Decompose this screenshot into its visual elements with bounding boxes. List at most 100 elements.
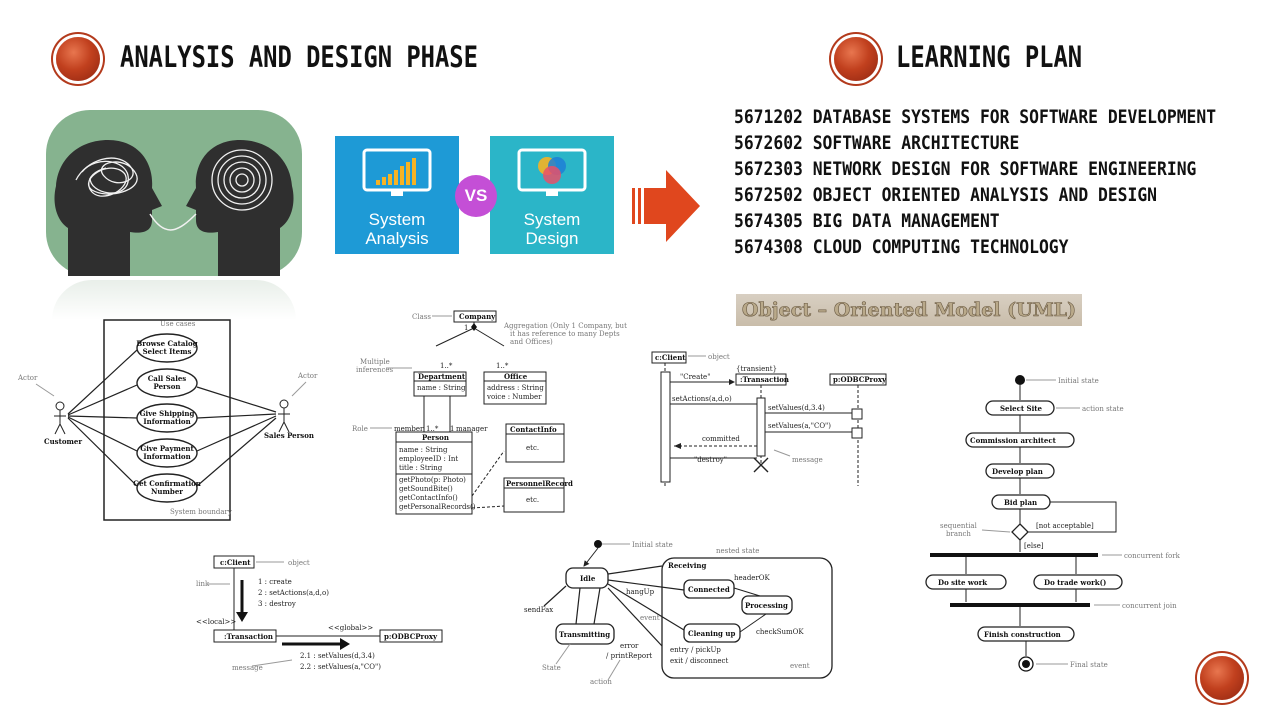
course-3: 5672303 NETWORK DESIGN FOR SOFTWARE ENGI…	[734, 158, 1197, 180]
course-1: 5671202 DATABASE SYSTEMS FOR SOFTWARE DE…	[734, 106, 1217, 128]
collab-proxy-label: p:ODBCProxy	[384, 632, 438, 641]
aggregation-note-1: Aggregation (Only 1 Company, but	[503, 322, 627, 330]
class-label: Class	[412, 313, 431, 321]
collab-transaction-label: :Transaction	[224, 632, 273, 641]
act-final-label: Final state	[1070, 661, 1108, 669]
use-case-frame-label: Use cases	[160, 320, 196, 328]
seq-client	[651, 351, 687, 364]
actor-label-left: Actor	[17, 374, 38, 382]
aggregation-note-3: and Offices)	[510, 338, 553, 346]
member-label: member	[394, 425, 424, 433]
uc2-l1: Call Sales	[148, 374, 187, 383]
collab-proxy	[379, 629, 443, 643]
mult-1: 1	[464, 324, 468, 332]
person-attr-3: title : String	[399, 464, 443, 472]
personal-class	[503, 477, 565, 513]
sm-receiving-label: Receiving	[668, 561, 706, 570]
multiple-label-1: Multiple	[360, 358, 390, 366]
seq-set-values2: setValues(a,"CO")	[768, 422, 831, 430]
sm-state-label: State	[542, 664, 561, 672]
collab-local: <<local>>	[196, 618, 236, 626]
office-attr-1: address : String	[487, 384, 544, 392]
sm-entry: entry / pickUp	[670, 646, 721, 654]
communication-illustration	[46, 110, 302, 276]
contact-name: ContactInfo	[510, 425, 557, 434]
contact-body: etc.	[526, 444, 539, 452]
learning-plan-list: 5671202 DATABASE SYSTEMS FOR SOFTWARE DE…	[734, 104, 1274, 260]
sm-send-fax: sendFax	[524, 606, 553, 614]
person-op-1: getPhoto(p: Photo)	[399, 476, 466, 484]
collab-object-label: object	[288, 559, 310, 567]
customer-actor	[54, 401, 66, 435]
usecase-confirm	[136, 473, 198, 503]
sm-cleaning-up-label: Cleaning up	[688, 629, 735, 638]
sm-exit: exit / disconnect	[670, 657, 728, 665]
analysis-line2: Analysis	[365, 229, 429, 248]
act-trade-work	[1033, 574, 1123, 590]
sales-person-actor	[278, 399, 290, 433]
sm-hang-up: hangUp	[626, 588, 655, 596]
sm-check-sum: checkSumOK	[756, 628, 804, 636]
member-mult: 1..*	[426, 425, 439, 433]
act-step-1: Select Site	[1000, 404, 1043, 413]
actor-label-right: Actor	[297, 372, 318, 380]
usecase-browse	[136, 333, 198, 363]
person-name: Person	[422, 433, 449, 442]
uc1-l1: Browse Catalog	[136, 339, 197, 348]
uml-banner-text: Object – Oriented Model (UML)	[741, 299, 1077, 322]
system-design-card: System Design	[490, 136, 614, 254]
department-attr: name : String	[417, 384, 466, 392]
act-decision	[1011, 523, 1029, 541]
activity-diagram: Initial state Select Site action state C…	[925, 375, 1181, 672]
act-finish-label: Finish construction	[984, 630, 1061, 639]
sm-event-label2: event	[790, 662, 810, 670]
person-op-4: getPersonalRecords()	[399, 503, 476, 511]
vs-badge: VS	[455, 175, 497, 217]
collab-link-label: link	[196, 580, 210, 588]
right-heading-title: LEARNING PLAN	[896, 40, 1083, 74]
usecase-call	[136, 368, 198, 398]
sm-error: error	[620, 642, 639, 650]
seq-create: "Create"	[680, 373, 710, 381]
person-op-3: getContactInfo()	[399, 494, 458, 502]
multiple-label-2: inferences	[356, 366, 394, 374]
act-action-label: action state	[1082, 405, 1124, 413]
act-fork-label: concurrent fork	[1124, 552, 1181, 560]
act-initial-label: Initial state	[1058, 377, 1099, 385]
act-step-3: Develop plan	[992, 467, 1043, 476]
sm-header-ok: headerOK	[734, 574, 771, 582]
collab-msg-2: 2 : setActions(a,d,o)	[258, 589, 329, 597]
collab-sub-1: 2.1 : setValues(d,3.4)	[300, 652, 375, 660]
course-6: 5674308 CLOUD COMPUTING TECHNOLOGY	[734, 236, 1069, 258]
left-heading-bullet	[56, 37, 100, 81]
office-name: Office	[504, 372, 528, 381]
usecase-payment	[136, 438, 198, 468]
course-5: 5674305 BIG DATA MANAGEMENT	[734, 210, 1000, 232]
uc5-l1: Get Confirmation	[133, 479, 201, 488]
sm-processing	[741, 595, 793, 615]
use-case-diagram: Use cases Actor Actor Customer Sales Per…	[17, 319, 318, 521]
company-name: Company	[459, 312, 496, 321]
contact-class	[505, 423, 565, 463]
uc3-l1: Give Shipping	[140, 409, 195, 418]
sm-print-report: / printReport	[606, 652, 652, 660]
department-name: Department	[418, 372, 466, 381]
manager-mult: 1	[450, 425, 454, 433]
sequence-diagram: c:Client object "Create" {transient} :Tr…	[651, 351, 887, 486]
seq-message-label: message	[792, 456, 823, 464]
left-heading-title: ANALYSIS AND DESIGN PHASE	[120, 40, 478, 74]
collab-msg-1: 1 : create	[258, 578, 292, 586]
seq-object-label: object	[708, 353, 730, 361]
sm-initial-label: Initial state	[632, 541, 673, 549]
sales-person-label: Sales Person	[264, 431, 314, 440]
sm-connected-label: Connected	[688, 585, 730, 594]
sm-event-label: event	[640, 614, 660, 622]
collab-sub-2: 2.2 : setValues(a,"CO")	[300, 663, 381, 671]
course-4: 5672502 OBJECT ORIENTED ANALYSIS AND DES…	[734, 184, 1158, 206]
sm-connected	[683, 579, 735, 599]
seq-transaction-label: :Transaction	[740, 375, 789, 384]
act-not-acceptable: [not acceptable]	[1036, 522, 1094, 530]
role-label: Role	[352, 425, 368, 433]
act-step-4: Bid plan	[1004, 498, 1037, 507]
